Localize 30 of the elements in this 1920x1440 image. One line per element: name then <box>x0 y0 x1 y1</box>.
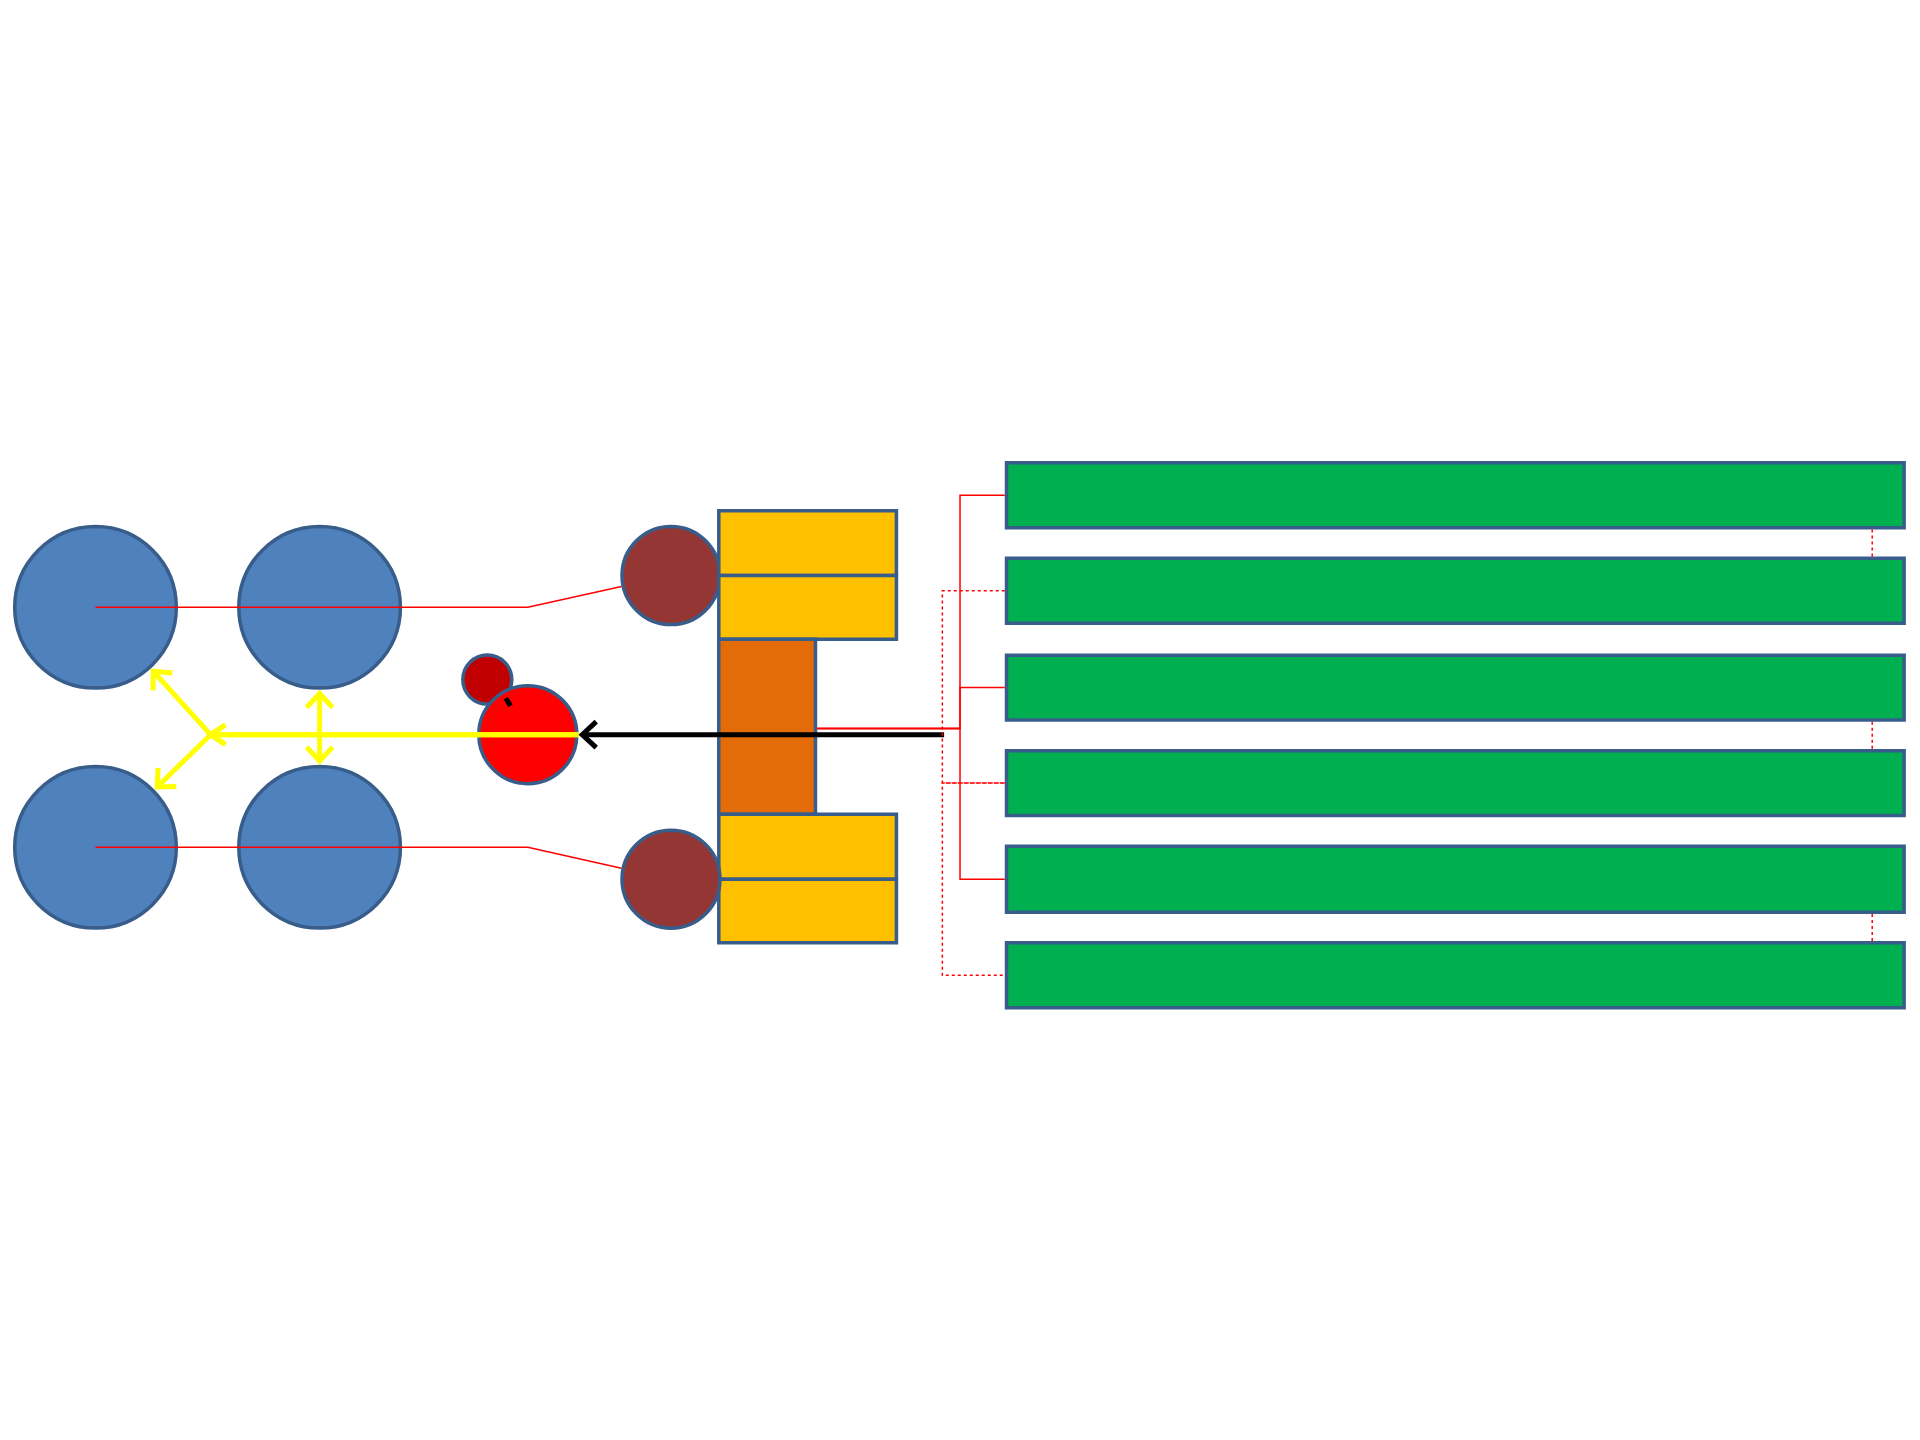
circle <box>477 683 579 786</box>
bar <box>1004 461 1906 530</box>
connector-line <box>941 782 1006 977</box>
connector-line <box>1871 721 1873 750</box>
rectangle <box>717 637 818 816</box>
rectangle <box>717 573 899 641</box>
circle <box>620 828 722 930</box>
connector-line <box>94 846 238 849</box>
arrow <box>578 719 945 750</box>
bar <box>1004 653 1906 722</box>
circle <box>12 524 179 690</box>
bar <box>1004 748 1906 818</box>
connector-line <box>236 846 623 869</box>
circle <box>12 764 179 930</box>
connector-line <box>503 696 513 708</box>
arrow <box>304 689 335 765</box>
bar <box>1004 941 1906 1010</box>
arrow <box>154 722 582 790</box>
circle <box>237 764 403 930</box>
bar <box>1004 556 1906 625</box>
connector-line <box>1871 913 1873 942</box>
circle <box>237 524 403 690</box>
connector-line <box>1871 528 1873 558</box>
connector-line <box>94 606 238 609</box>
bar <box>1004 844 1906 914</box>
connector-line <box>816 727 1006 880</box>
circle <box>461 653 514 706</box>
connector-line <box>236 585 623 609</box>
connector-line <box>941 590 1006 784</box>
rectangle <box>717 877 899 945</box>
